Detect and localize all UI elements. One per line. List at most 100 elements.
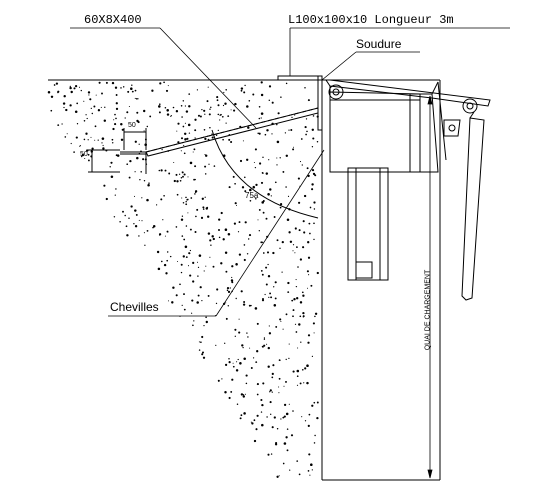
concrete-speck [274,281,277,284]
concrete-speck [224,363,228,367]
concrete-speck [218,236,221,239]
concrete-speck [243,244,246,246]
concrete-speck [203,128,206,131]
concrete-speck [146,198,149,202]
concrete-speck [257,219,259,221]
concrete-speck [205,316,207,319]
concrete-speck [143,109,146,113]
concrete-speck [122,86,125,88]
concrete-speck [79,145,81,147]
concrete-speck [61,123,63,125]
concrete-speck [79,145,81,147]
concrete-speck [204,113,206,115]
concrete-speck [167,300,170,302]
concrete-speck [261,201,264,204]
concrete-speck [209,256,211,258]
concrete-speck [74,84,78,88]
concrete-speck [205,265,207,267]
concrete-speck [230,109,232,111]
concrete-speck [282,170,285,173]
concrete-speck [252,93,255,96]
concrete-speck [271,391,273,393]
concrete-speck [278,377,281,380]
concrete-speck [233,222,236,225]
concrete-speck [224,251,228,254]
concrete-speck [237,231,240,233]
concrete-speck [148,182,150,184]
concrete-speck [189,249,192,252]
angle-value-label: 75a [245,191,259,200]
concrete-speck [309,474,311,476]
concrete-speck [83,120,86,122]
concrete-speck [306,167,309,170]
concrete-speck [114,86,118,89]
concrete-speck [254,307,258,310]
concrete-speck [142,158,145,161]
concrete-speck [252,185,256,189]
concrete-speck [279,318,282,321]
concrete-speck [217,113,220,116]
concrete-speck [279,202,283,206]
concrete-speck [226,289,229,292]
concrete-speck [166,259,169,262]
concrete-speck [307,256,311,259]
concrete-speck [193,178,195,181]
concrete-speck [199,286,202,289]
concrete-speck [197,114,201,117]
concrete-speck [199,115,202,118]
concrete-speck [311,183,314,186]
concrete-speck [186,199,188,201]
concrete-speck [87,139,89,141]
concrete-speck [229,287,231,289]
concrete-speck [311,146,314,148]
concrete-speck [211,235,214,238]
concrete-speck [164,169,167,172]
concrete-speck [225,317,228,320]
concrete-speck [273,416,276,419]
concrete-speck [50,109,53,112]
concrete-speck [65,108,68,112]
concrete-speck [265,217,268,220]
concrete-speck [239,159,243,163]
concrete-speck [135,213,138,216]
quay-height-label: QUAI DE CHARGEMENT [424,269,432,351]
concrete-speck [248,304,251,307]
concrete-speck [256,322,259,325]
concrete-speck [184,245,188,249]
concrete-speck [90,136,92,138]
concrete-speck [283,385,285,387]
concrete-speck [230,279,234,282]
concrete-speck [176,193,179,196]
concrete-speck [143,180,146,182]
concrete-speck [181,197,183,199]
concrete-speck [115,154,118,157]
concrete-speck [112,127,115,131]
concrete-speck [267,346,270,350]
concrete-speck [101,92,103,95]
concrete-speck [262,156,264,159]
concrete-speck [269,389,272,392]
concrete-speck [182,125,185,128]
concrete-speck [266,343,268,345]
concrete-speck [306,364,309,367]
concrete-speck [263,338,266,340]
concrete-speck [227,305,230,307]
concrete-speck [296,375,299,378]
concrete-speck [189,161,193,165]
concrete-speck [194,190,198,193]
concrete-speck [292,315,294,318]
concrete-speck [158,105,161,108]
concrete-speck [167,231,169,233]
concrete-speck [183,152,186,155]
concrete-speck [286,428,289,430]
concrete-speck [225,270,228,273]
concrete-speck [228,396,231,400]
concrete-speck [282,416,285,419]
concrete-speck [246,253,249,255]
concrete-speck [240,87,244,90]
concrete-speck [122,210,124,213]
concrete-speck [292,244,295,246]
concrete-speck [141,197,143,199]
concrete-speck [141,220,143,222]
concrete-speck [187,265,190,267]
